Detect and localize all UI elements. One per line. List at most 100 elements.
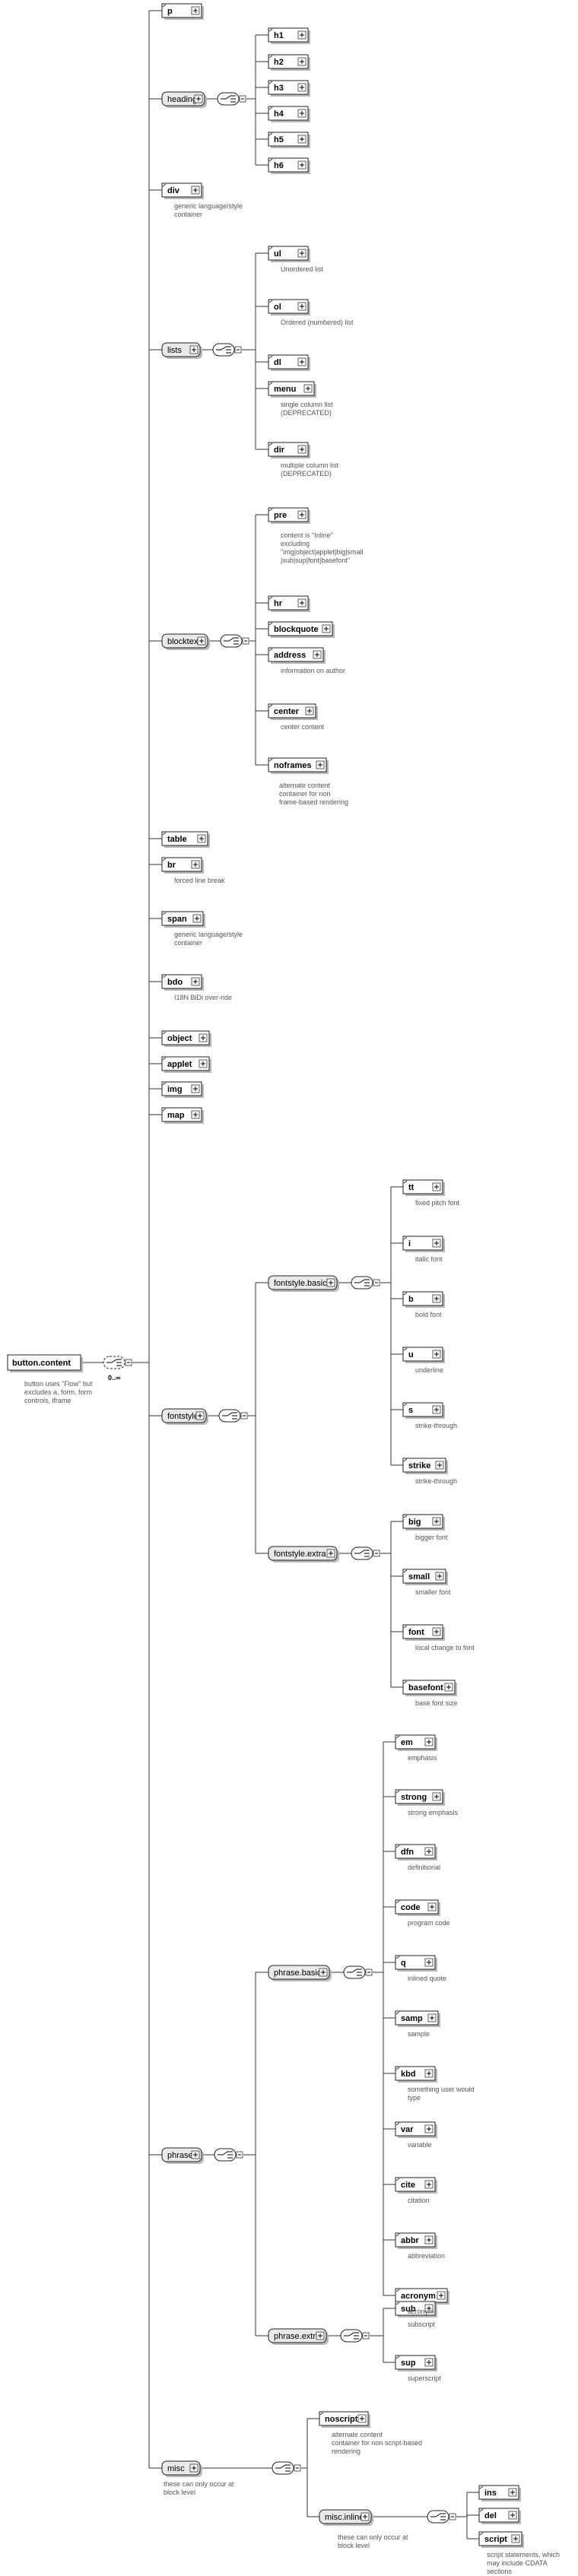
expand-plus-icon[interactable] [194, 94, 203, 103]
expand-plus-icon[interactable] [319, 1968, 328, 1977]
expand-plus-icon[interactable] [322, 624, 331, 633]
node-samp[interactable]: samp [395, 2010, 440, 2027]
expand-plus-icon[interactable] [297, 249, 306, 258]
node-h3[interactable]: h3 [268, 80, 310, 97]
expand-plus-icon[interactable] [508, 2488, 517, 2497]
node-misc[interactable]: misc [161, 2460, 202, 2477]
node-kbd[interactable]: kbd [395, 2066, 437, 2083]
expand-plus-icon[interactable] [195, 1411, 205, 1420]
node-center[interactable]: center [268, 703, 318, 720]
expand-plus-icon[interactable] [432, 1294, 441, 1303]
expand-plus-icon[interactable] [297, 83, 306, 92]
expand-plus-icon[interactable] [189, 345, 198, 354]
expand-plus-icon[interactable] [424, 2304, 434, 2313]
node-sup[interactable]: sup [395, 2355, 437, 2371]
expand-plus-icon[interactable] [424, 1847, 434, 1856]
expand-plus-icon[interactable] [316, 2331, 325, 2340]
node-lists[interactable]: lists [161, 342, 202, 359]
expand-plus-icon[interactable] [189, 2463, 198, 2473]
expand-plus-icon[interactable] [432, 1182, 441, 1191]
node-dl[interactable]: dl [268, 354, 310, 371]
node-em[interactable]: em [395, 1734, 437, 1751]
expand-plus-icon[interactable] [432, 1405, 441, 1414]
expand-plus-icon[interactable] [191, 6, 200, 15]
node-object[interactable]: object [161, 1030, 211, 1047]
expand-plus-icon[interactable] [297, 510, 306, 519]
node-i[interactable]: i [402, 1236, 445, 1252]
node-cite[interactable]: cite [395, 2177, 437, 2194]
expand-plus-icon[interactable] [198, 1033, 208, 1042]
expand-plus-icon[interactable] [357, 2414, 367, 2423]
node-fontstyle-extra[interactable]: fontstyle.extra [268, 1546, 339, 1562]
expand-plus-icon[interactable] [297, 302, 306, 311]
expand-plus-icon[interactable] [508, 2511, 517, 2520]
expand-plus-icon[interactable] [297, 135, 306, 144]
expand-plus-icon[interactable] [297, 598, 306, 608]
node-br[interactable]: br [161, 857, 204, 874]
node-div[interactable]: div [161, 182, 204, 199]
node-span[interactable]: span [161, 911, 205, 928]
node-ul[interactable]: ul [268, 246, 310, 262]
node-h6[interactable]: h6 [268, 157, 310, 174]
expand-plus-icon[interactable] [297, 160, 306, 170]
node-hr[interactable]: hr [268, 595, 310, 612]
expand-plus-icon[interactable] [191, 2150, 200, 2159]
expand-plus-icon[interactable] [297, 30, 306, 40]
node-acronym[interactable]: acronym [395, 2288, 449, 2305]
node-ins[interactable]: ins [478, 2485, 521, 2501]
node-applet[interactable]: applet [161, 1056, 211, 1073]
node-strong[interactable]: strong [395, 1789, 445, 1806]
root-element-button-content[interactable]: button.content [7, 1354, 83, 1372]
node-dfn[interactable]: dfn [395, 1844, 437, 1861]
expand-plus-icon[interactable] [326, 1278, 335, 1287]
node-tt[interactable]: tt [402, 1179, 445, 1196]
expand-plus-icon[interactable] [316, 760, 325, 769]
expand-plus-icon[interactable] [191, 860, 200, 869]
expand-plus-icon[interactable] [198, 1059, 208, 1068]
expand-plus-icon[interactable] [191, 186, 200, 195]
expand-plus-icon[interactable] [424, 2235, 434, 2244]
node-small[interactable]: small [402, 1569, 448, 1585]
expand-plus-icon[interactable] [432, 1517, 441, 1526]
expand-plus-icon[interactable] [192, 914, 202, 923]
node-del[interactable]: del [478, 2508, 521, 2524]
node-pre[interactable]: pre [268, 507, 310, 524]
node-sub[interactable]: sub [395, 2301, 437, 2317]
node-ol[interactable]: ol [268, 299, 310, 316]
expand-plus-icon[interactable] [297, 109, 306, 118]
expand-plus-icon[interactable] [313, 650, 322, 659]
expand-plus-icon[interactable] [427, 1902, 437, 1911]
expand-plus-icon[interactable] [424, 1737, 434, 1746]
node-var[interactable]: var [395, 2121, 437, 2138]
expand-plus-icon[interactable] [432, 1627, 441, 1636]
node-blocktext[interactable]: blocktext [161, 633, 210, 650]
expand-plus-icon[interactable] [424, 1958, 434, 1967]
expand-plus-icon[interactable] [427, 2013, 437, 2022]
node-misc-inline[interactable]: misc.inline [319, 2509, 373, 2526]
node-h2[interactable]: h2 [268, 54, 310, 71]
node-phrase-extra[interactable]: phrase.extra [268, 2328, 329, 2345]
node-phrase-basic[interactable]: phrase.basic [268, 1965, 332, 1981]
node-script[interactable]: script [478, 2531, 524, 2548]
expand-plus-icon[interactable] [432, 1350, 441, 1359]
node-img[interactable]: img [161, 1081, 204, 1098]
expand-plus-icon[interactable] [197, 834, 206, 843]
expand-plus-icon[interactable] [191, 1084, 200, 1093]
node-bdo[interactable]: bdo [161, 974, 204, 991]
node-strike[interactable]: strike [402, 1458, 448, 1474]
node-fontstyle-basic[interactable]: fontstyle.basic [268, 1275, 339, 1292]
expand-plus-icon[interactable] [424, 2180, 434, 2189]
node-phrase[interactable]: phrase [161, 2147, 204, 2164]
expand-plus-icon[interactable] [303, 384, 313, 393]
node-h4[interactable]: h4 [268, 106, 310, 122]
node-u[interactable]: u [402, 1347, 445, 1363]
node-map[interactable]: map [161, 1107, 204, 1124]
node-basefont[interactable]: basefont [402, 1680, 457, 1696]
expand-plus-icon[interactable] [326, 1549, 335, 1558]
expand-plus-icon[interactable] [305, 706, 314, 715]
node-h1[interactable]: h1 [268, 27, 310, 44]
expand-plus-icon[interactable] [444, 1683, 453, 1692]
expand-plus-icon[interactable] [435, 1461, 444, 1470]
node-q[interactable]: q [395, 1955, 437, 1972]
node-menu[interactable]: menu [268, 381, 316, 398]
